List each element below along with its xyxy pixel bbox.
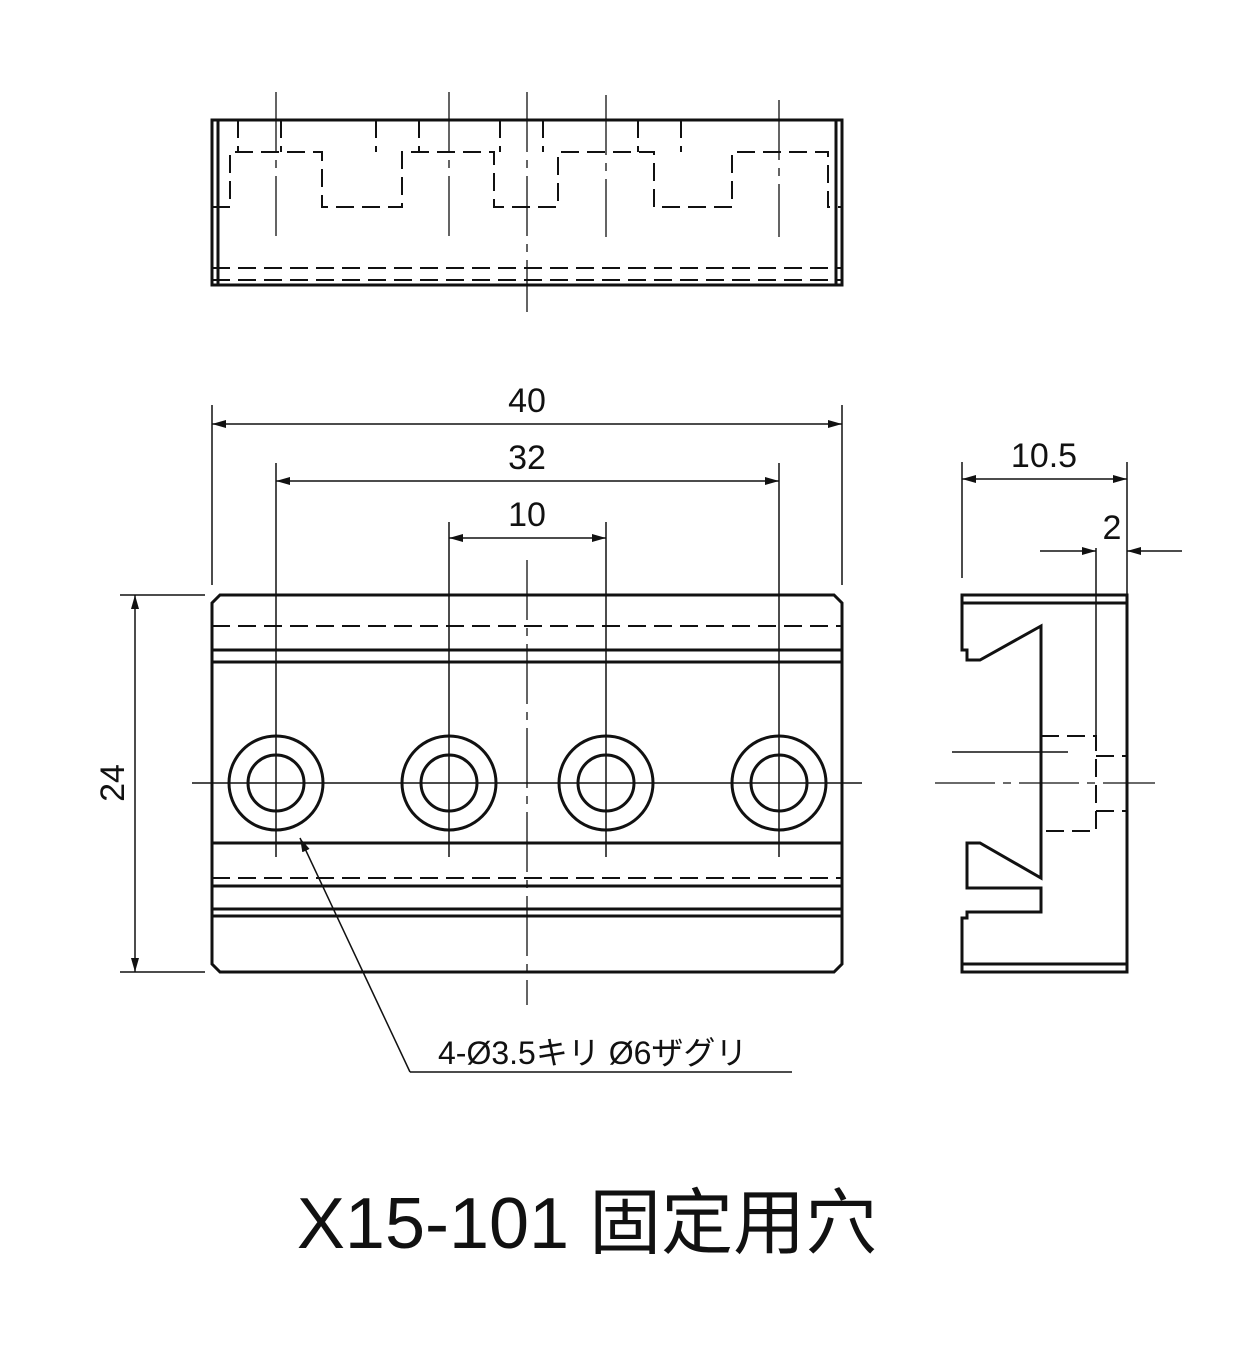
side-view: 10.5 2	[935, 437, 1182, 974]
top-view	[210, 92, 844, 312]
drawing-title: X15-101 固定用穴	[297, 1184, 877, 1264]
dim-2: 2	[1103, 509, 1122, 547]
dim-32: 32	[508, 439, 546, 477]
dimensions: 40 32 10 24	[94, 382, 843, 973]
front-view	[192, 463, 862, 1005]
hole-note: 4-Ø3.5キリ Ø6ザグリ	[438, 1035, 747, 1071]
dim-40: 40	[508, 382, 546, 420]
dim-24: 24	[94, 764, 132, 802]
dim-10: 10	[508, 496, 546, 534]
dim-10-5: 10.5	[1011, 437, 1077, 475]
hole-callout: 4-Ø3.5キリ Ø6ザグリ	[299, 837, 792, 1073]
